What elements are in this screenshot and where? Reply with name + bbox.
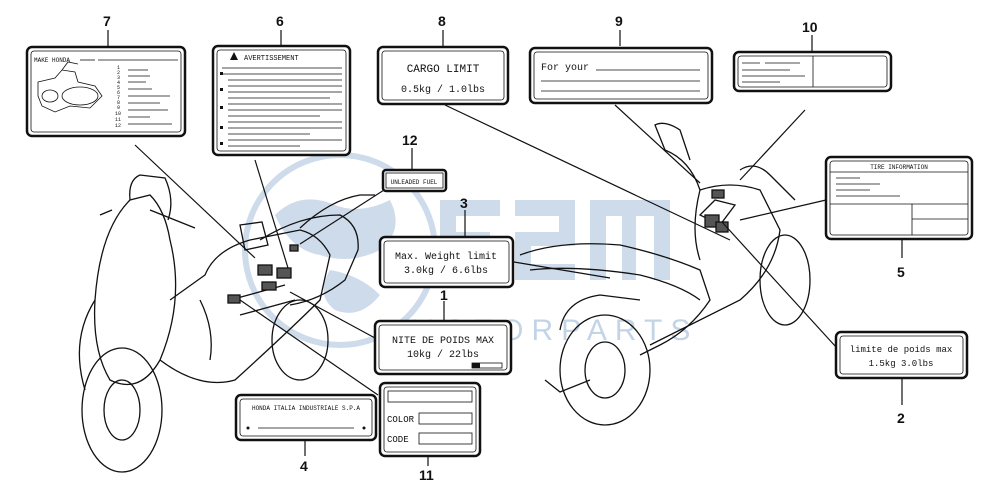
cargo-value: 0.5kg / 1.0lbs	[401, 84, 485, 96]
svg-text:12: 12	[115, 123, 121, 129]
svg-text:1: 1	[117, 65, 120, 71]
honda-italia-text: HONDA ITALIA INDUSTRIALE S.P.A	[252, 405, 360, 412]
callout-9: 9	[615, 13, 623, 29]
svg-text:5: 5	[117, 85, 120, 91]
label-6-avertissement: AVERTISSEMENT	[211, 44, 352, 157]
for-your-text: For your	[541, 63, 589, 74]
label-7-make-honda: MAKE HONDA 1 2 3 4 5 6 7 8 9 10 11 12	[25, 45, 187, 138]
callout-1: 1	[440, 287, 448, 303]
left-scooter-illustration	[78, 174, 375, 473]
label-12-unleaded-fuel: UNLEADED FUEL	[381, 168, 448, 193]
label-5-tire-information: TIRE INFORMATION	[824, 155, 974, 241]
list-numbers: 1 2 3 4 5 6 7 8 9 10 11 12	[115, 65, 121, 129]
color-label: COLOR	[387, 415, 415, 425]
svg-text:6: 6	[117, 90, 120, 96]
poids-value: 10kg / 22lbs	[407, 349, 479, 361]
warning-triangle-icon	[230, 52, 238, 60]
right-scooter-illustration	[519, 122, 811, 426]
svg-text:11: 11	[115, 117, 121, 123]
callout-7: 7	[103, 13, 111, 29]
avertissement-text: AVERTISSEMENT	[244, 55, 299, 63]
label-11-color-code: COLOR CODE	[378, 381, 482, 458]
label-2-limite-de-poids: limite de poids max 1.5kg 3.0lbs	[834, 330, 969, 380]
label-4-honda-italia: HONDA ITALIA INDUSTRIALE S.P.A	[234, 393, 378, 442]
svg-text:10: 10	[115, 111, 121, 117]
cargo-title: CARGO LIMIT	[407, 64, 480, 76]
callout-2: 2	[897, 410, 905, 426]
label-8-cargo-limit: CARGO LIMIT 0.5kg / 1.0lbs	[376, 45, 510, 106]
callout-4: 4	[300, 458, 308, 474]
make-honda-text: MAKE HONDA	[34, 57, 70, 64]
svg-text:8: 8	[117, 100, 120, 106]
callout-12: 12	[402, 132, 418, 148]
callout-10: 10	[802, 19, 818, 35]
tire-information-text: TIRE INFORMATION	[870, 164, 928, 171]
leader-lines	[134, 104, 837, 456]
svg-text:3: 3	[117, 75, 120, 81]
max-weight-value: 3.0kg / 6.6lbs	[404, 265, 488, 277]
limite-title: limite de poids max	[850, 345, 953, 355]
callout-5: 5	[897, 264, 905, 280]
label-3-max-weight-limit: Max. Weight limit 3.0kg / 6.6lbs	[378, 235, 515, 289]
limite-value: 1.5kg 3.0lbs	[869, 359, 934, 369]
poids-title: NITE DE POIDS MAX	[392, 336, 494, 347]
label-10	[732, 50, 893, 93]
callout-3: 3	[460, 195, 468, 211]
svg-text:2: 2	[117, 70, 120, 76]
callout-8: 8	[438, 13, 446, 29]
callout-numbers: 7 6 8 9 10 12 3 1 5 2 4 11	[103, 13, 905, 483]
callout-11: 11	[419, 467, 434, 483]
svg-text:9: 9	[117, 105, 120, 111]
label-1-poids-max: NITE DE POIDS MAX 10kg / 22lbs	[373, 319, 513, 376]
svg-text:4: 4	[117, 80, 120, 86]
callout-ticks	[107, 30, 903, 466]
callout-6: 6	[276, 13, 284, 29]
svg-text:7: 7	[117, 95, 120, 101]
label-9-for-your: For your	[528, 46, 714, 105]
max-weight-title: Max. Weight limit	[395, 251, 497, 263]
code-label: CODE	[387, 435, 409, 445]
unleaded-text: UNLEADED FUEL	[391, 179, 438, 186]
watermark-logo	[242, 152, 670, 348]
